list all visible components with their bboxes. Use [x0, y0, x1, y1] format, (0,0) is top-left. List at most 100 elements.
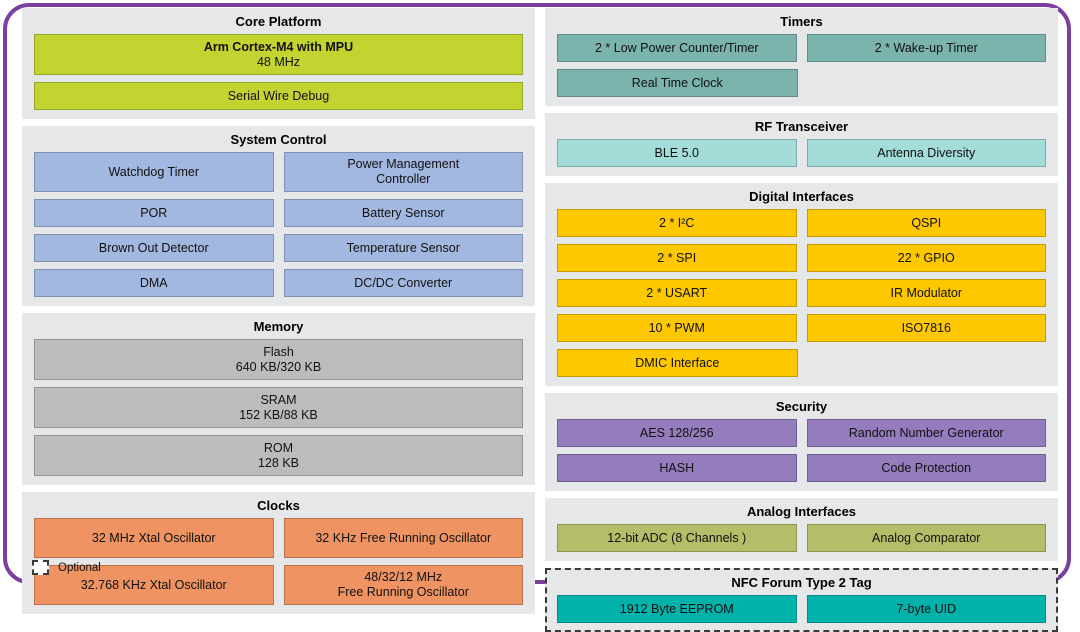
block-rom-line1: ROM: [263, 440, 294, 455]
block-7-byte-uid[interactable]: 7-byte UID: [806, 595, 1046, 623]
block-dcdc-converter[interactable]: DC/DC Converter: [283, 269, 523, 297]
group-rf-transceiver: RF Transceiver BLE 5.0 Antenna Diversity: [545, 113, 1058, 176]
block-serial-wire-debug[interactable]: Serial Wire Debug: [34, 82, 523, 110]
block-brown-out-detector[interactable]: Brown Out Detector: [34, 234, 274, 262]
block-48-32-12mhz-line1: 48/32/12 MHz: [364, 570, 443, 584]
block-watchdog-timer[interactable]: Watchdog Timer: [34, 152, 274, 192]
block-ir-modulator[interactable]: IR Modulator: [806, 279, 1046, 307]
block-row: POR Battery Sensor: [34, 199, 523, 227]
block-1912-byte-eeprom[interactable]: 1912 Byte EEPROM: [557, 595, 797, 623]
group-clocks: Clocks 32 MHz Xtal Oscillator 32 KHz Fre…: [22, 492, 535, 614]
block-por[interactable]: POR: [34, 199, 274, 227]
soc-block-diagram: Core Platform Arm Cortex-M4 with MPU 48 …: [22, 8, 1058, 632]
group-title-rf-transceiver: RF Transceiver: [754, 119, 849, 134]
block-rom-line2: 128 KB: [257, 455, 299, 470]
block-ble-5-0[interactable]: BLE 5.0: [557, 139, 797, 167]
block-flash-line2: 640 KB/320 KB: [235, 359, 322, 374]
legend: Optional: [32, 560, 101, 575]
block-row: 10 * PWM ISO7816: [557, 314, 1046, 342]
group-system-control: System Control Watchdog Timer Power Mana…: [22, 126, 535, 306]
block-real-time-clock[interactable]: Real Time Clock: [557, 69, 798, 97]
block-pmc-line2: Controller: [376, 172, 431, 186]
group-security: Security AES 128/256 Random Number Gener…: [545, 393, 1058, 491]
group-analog-interfaces: Analog Interfaces 12-bit ADC (8 Channels…: [545, 498, 1058, 561]
group-title-security: Security: [775, 399, 828, 414]
block-32khz-free-running-oscillator[interactable]: 32 KHz Free Running Oscillator: [283, 518, 523, 558]
block-row: 2 * Low Power Counter/Timer 2 * Wake-up …: [557, 34, 1046, 62]
group-title-analog-interfaces: Analog Interfaces: [746, 504, 857, 519]
legend-label: Optional: [58, 561, 101, 574]
block-row: DMA DC/DC Converter: [34, 269, 523, 297]
block-i2c[interactable]: 2 * I²C: [557, 209, 797, 237]
block-row: DMIC Interface: [557, 349, 1046, 377]
block-low-power-counter-timer[interactable]: 2 * Low Power Counter/Timer: [557, 34, 797, 62]
block-sram-line2: 152 KB/88 KB: [239, 407, 318, 422]
block-power-management-controller[interactable]: Power Management Controller: [283, 152, 523, 192]
block-row: Real Time Clock: [557, 69, 1046, 97]
left-column: Core Platform Arm Cortex-M4 with MPU 48 …: [22, 8, 535, 614]
group-title-system-control: System Control: [230, 132, 327, 147]
block-qspi[interactable]: QSPI: [806, 209, 1046, 237]
block-row: AES 128/256 Random Number Generator: [557, 419, 1046, 447]
block-row: Brown Out Detector Temperature Sensor: [34, 234, 523, 262]
block-battery-sensor[interactable]: Battery Sensor: [283, 199, 523, 227]
block-row: BLE 5.0 Antenna Diversity: [557, 139, 1046, 167]
block-usart[interactable]: 2 * USART: [557, 279, 797, 307]
block-spacer: [808, 349, 1047, 377]
block-dma[interactable]: DMA: [34, 269, 274, 297]
block-12-bit-adc[interactable]: 12-bit ADC (8 Channels ): [557, 524, 797, 552]
block-arm-cortex-m4[interactable]: Arm Cortex-M4 with MPU 48 MHz: [34, 34, 523, 75]
block-dmic-interface[interactable]: DMIC Interface: [557, 349, 798, 377]
block-code-protection[interactable]: Code Protection: [806, 454, 1046, 482]
block-random-number-generator[interactable]: Random Number Generator: [806, 419, 1046, 447]
block-flash[interactable]: Flash 640 KB/320 KB: [34, 339, 523, 380]
group-title-timers: Timers: [780, 14, 823, 29]
block-spi[interactable]: 2 * SPI: [557, 244, 797, 272]
group-title-memory: Memory: [253, 319, 304, 334]
right-column: Timers 2 * Low Power Counter/Timer 2 * W…: [545, 8, 1058, 632]
group-nfc-forum-type-2-tag: NFC Forum Type 2 Tag 1912 Byte EEPROM 7-…: [545, 568, 1058, 632]
block-temperature-sensor[interactable]: Temperature Sensor: [283, 234, 523, 262]
block-row: 32.768 KHz Xtal Oscillator 48/32/12 MHz …: [34, 565, 523, 605]
group-title-nfc-forum-type-2-tag: NFC Forum Type 2 Tag: [731, 575, 872, 590]
block-aes-128-256[interactable]: AES 128/256: [557, 419, 797, 447]
group-digital-interfaces: Digital Interfaces 2 * I²C QSPI 2 * SPI …: [545, 183, 1058, 386]
block-sram-line1: SRAM: [260, 392, 297, 407]
block-32mhz-xtal-oscillator[interactable]: 32 MHz Xtal Oscillator: [34, 518, 274, 558]
block-rom[interactable]: ROM 128 KB: [34, 435, 523, 476]
block-row: 2 * SPI 22 * GPIO: [557, 244, 1046, 272]
block-hash[interactable]: HASH: [557, 454, 797, 482]
block-row: HASH Code Protection: [557, 454, 1046, 482]
group-title-core-platform: Core Platform: [235, 14, 322, 29]
group-memory: Memory Flash 640 KB/320 KB SRAM 152 KB: [22, 313, 535, 485]
block-row: SRAM 152 KB/88 KB: [34, 387, 523, 428]
block-row: 2 * USART IR Modulator: [557, 279, 1046, 307]
block-row: Flash 640 KB/320 KB: [34, 339, 523, 380]
block-sram[interactable]: SRAM 152 KB/88 KB: [34, 387, 523, 428]
block-flash-line1: Flash: [263, 344, 294, 359]
block-row: Arm Cortex-M4 with MPU 48 MHz: [34, 34, 523, 75]
block-pwm[interactable]: 10 * PWM: [557, 314, 797, 342]
group-timers: Timers 2 * Low Power Counter/Timer 2 * W…: [545, 8, 1058, 106]
block-row: ROM 128 KB: [34, 435, 523, 476]
block-pmc-line1: Power Management: [347, 157, 460, 171]
block-wake-up-timer[interactable]: 2 * Wake-up Timer: [806, 34, 1046, 62]
block-48-32-12mhz-free-running-oscillator[interactable]: 48/32/12 MHz Free Running Oscillator: [283, 565, 523, 605]
block-row: 12-bit ADC (8 Channels ) Analog Comparat…: [557, 524, 1046, 552]
block-row: Watchdog Timer Power Management Controll…: [34, 152, 523, 192]
block-gpio[interactable]: 22 * GPIO: [806, 244, 1046, 272]
block-arm-cortex-m4-line2: 48 MHz: [256, 54, 301, 69]
block-row: 2 * I²C QSPI: [557, 209, 1046, 237]
block-row: 1912 Byte EEPROM 7-byte UID: [557, 595, 1046, 623]
block-spacer: [808, 69, 1047, 97]
group-core-platform: Core Platform Arm Cortex-M4 with MPU 48 …: [22, 8, 535, 119]
group-title-digital-interfaces: Digital Interfaces: [749, 189, 854, 204]
block-row: 32 MHz Xtal Oscillator 32 KHz Free Runni…: [34, 518, 523, 558]
block-iso7816[interactable]: ISO7816: [806, 314, 1046, 342]
block-arm-cortex-m4-line1: Arm Cortex-M4 with MPU: [203, 39, 354, 54]
dashed-square-icon: [32, 560, 49, 575]
block-antenna-diversity[interactable]: Antenna Diversity: [806, 139, 1046, 167]
block-analog-comparator[interactable]: Analog Comparator: [806, 524, 1046, 552]
group-title-clocks: Clocks: [257, 498, 300, 513]
block-row: Serial Wire Debug: [34, 82, 523, 110]
